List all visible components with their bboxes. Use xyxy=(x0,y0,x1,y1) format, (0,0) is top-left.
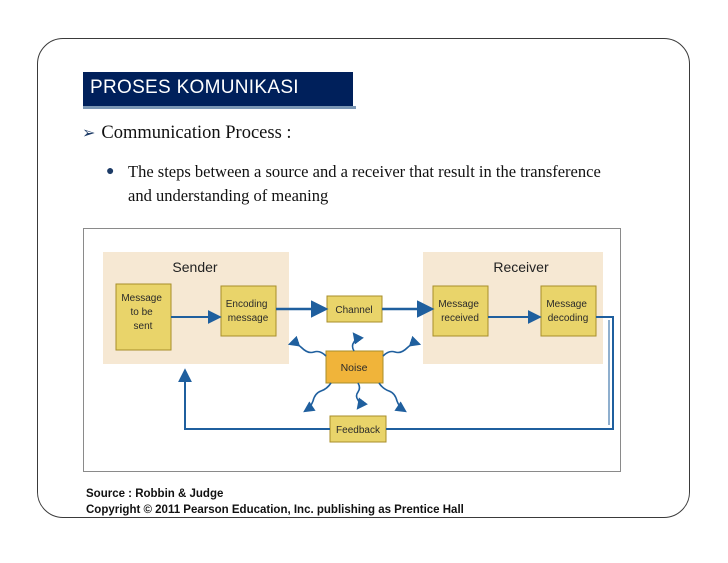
noise-arrow-upper-right xyxy=(382,335,422,357)
noise-arrow-lower-right xyxy=(378,382,407,413)
title-underline xyxy=(83,106,356,109)
message-received-box xyxy=(432,285,489,337)
bullet-sub: ● The steps between a source and a recei… xyxy=(106,160,626,208)
slide-title: PROSES KOMUNIKASI xyxy=(90,77,299,98)
encoding-message-text: Encoding message xyxy=(226,299,270,324)
bullet-sub-text: The steps between a source and a receive… xyxy=(128,162,601,205)
message-to-be-sent-text: Message to be sent xyxy=(121,293,164,332)
feedback-loop-right xyxy=(386,316,614,430)
encoding-message-box xyxy=(220,285,277,337)
source-note: Source : Robbin & Judge Copyright © 2011… xyxy=(86,486,464,518)
source-line: Source : Robbin & Judge xyxy=(86,488,224,500)
bullet-main-text: Communication Process : xyxy=(101,123,292,143)
noise-arrows xyxy=(287,332,422,413)
feedback-loop-left xyxy=(178,368,330,430)
feedback-box xyxy=(329,415,387,443)
dot-bullet-icon: ● xyxy=(106,164,115,179)
noise-text: Noise xyxy=(341,362,368,374)
noise-arrow-upper-left xyxy=(287,335,327,357)
arrow-bullet-icon: ➢ xyxy=(82,125,96,142)
slide-frame xyxy=(37,38,690,518)
channel-box xyxy=(326,295,383,323)
message-decoding-text: Message decoding xyxy=(546,299,589,324)
copyright-line: Copyright © 2011 Pearson Education, Inc.… xyxy=(86,504,464,516)
noise-arrow-up xyxy=(351,332,364,352)
diagram-svg: Sender Receiver Message to be sent Encod… xyxy=(83,228,621,472)
bullet-main: ➢ Communication Process : xyxy=(82,123,292,144)
noise-box xyxy=(325,350,384,384)
message-decoding-box xyxy=(540,285,597,337)
communication-diagram: Sender Receiver Message to be sent Encod… xyxy=(83,228,621,472)
message-received-text: Message received xyxy=(438,299,481,324)
receiver-label: Receiver xyxy=(493,259,549,275)
feedback-text: Feedback xyxy=(336,425,381,436)
title-bar xyxy=(83,72,353,106)
noise-arrow-lower-left xyxy=(303,382,332,413)
sender-label: Sender xyxy=(172,259,217,275)
noise-arrow-down xyxy=(355,382,368,410)
channel-text: Channel xyxy=(335,305,372,316)
